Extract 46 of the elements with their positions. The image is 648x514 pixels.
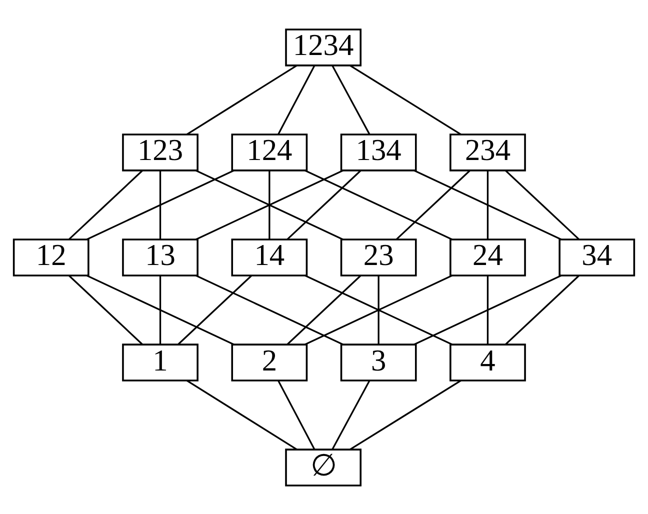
node-box: 23 — [340, 238, 417, 276]
node-box: 34 — [558, 238, 636, 276]
connector — [159, 275, 162, 344]
connector — [304, 169, 453, 240]
connector — [332, 64, 370, 134]
connector — [350, 379, 462, 450]
node-box: 13 — [122, 238, 198, 276]
connector — [396, 170, 470, 240]
connector — [414, 274, 562, 345]
connector — [414, 169, 562, 240]
node-box: 14 — [231, 238, 308, 276]
connector — [86, 274, 234, 345]
node-box: 2 — [231, 343, 308, 381]
connector — [286, 274, 362, 344]
connector — [486, 275, 489, 344]
node-box: 4 — [450, 343, 526, 381]
connector — [268, 170, 270, 239]
node-box: 3 — [340, 343, 417, 381]
connector — [486, 170, 489, 239]
connector — [350, 64, 462, 135]
connector — [505, 170, 580, 240]
connector — [378, 275, 380, 344]
node-box: 124 — [231, 133, 308, 171]
connector — [286, 170, 362, 240]
connector — [278, 64, 316, 134]
node-box: 234 — [450, 133, 526, 171]
connector — [278, 380, 316, 450]
connector — [195, 274, 344, 345]
node-box: ∅ — [285, 448, 362, 486]
node-box: 24 — [450, 238, 526, 276]
node-box: 123 — [122, 133, 198, 171]
connector — [68, 170, 143, 240]
connector — [186, 64, 298, 135]
connector — [68, 274, 143, 344]
node-box: 1234 — [285, 28, 362, 66]
connector — [304, 274, 453, 345]
node-box: 1 — [122, 343, 198, 381]
connector — [332, 380, 370, 450]
connector — [86, 169, 234, 240]
connector — [195, 169, 344, 240]
connector — [159, 170, 162, 239]
node-box: 12 — [12, 238, 90, 276]
connector — [178, 274, 252, 344]
node-box: 134 — [340, 133, 417, 171]
connector — [505, 274, 580, 344]
connector — [186, 379, 298, 450]
